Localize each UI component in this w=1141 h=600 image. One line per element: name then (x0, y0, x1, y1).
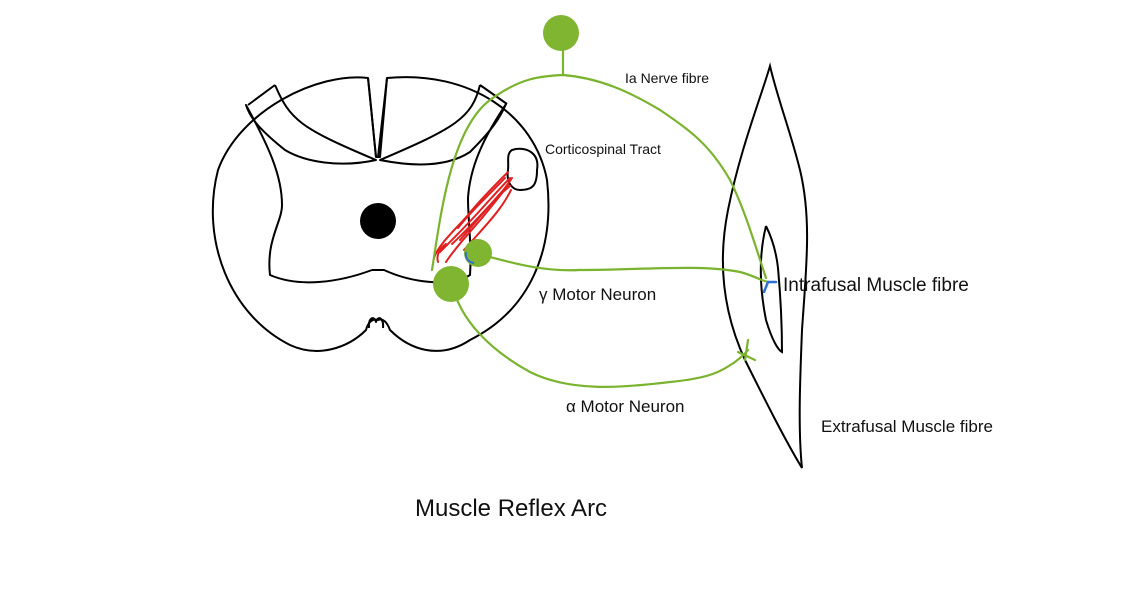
dorsal-median-sulcus (367, 77, 388, 158)
ia-nerve-fibre-path (430, 73, 768, 280)
diagram-title: Muscle Reflex Arc (415, 495, 608, 522)
grey-matter-left (245, 84, 377, 284)
gamma-motor-neuron-body (464, 239, 492, 267)
ventral-median-fissure (367, 317, 385, 329)
alpha-nerve-ending (736, 338, 757, 362)
ia-nerve-fibre-label: Ia Nerve fibre (625, 70, 710, 86)
gamma-motor-neuron-label: γ Motor Neuron (539, 285, 657, 304)
alpha-motor-neuron-label: α Motor Neuron (566, 397, 685, 416)
gamma-synapse-mark (464, 251, 475, 264)
gamma-motor-neuron-axon (476, 252, 770, 284)
dorsal-root-ganglion (543, 15, 579, 51)
alpha-motor-neuron-axon (450, 282, 750, 388)
extrafusal-muscle-fibre-label: Extrafusal Muscle fibre (821, 417, 993, 436)
central-canal (360, 203, 396, 239)
grey-matter-right-horn (479, 84, 508, 105)
corticospinal-tract-outline (506, 147, 539, 192)
grey-matter-left-horn (247, 84, 276, 106)
extrafusal-muscle-fibre (721, 62, 809, 469)
gamma-nerve-ending (762, 280, 778, 294)
intrafusal-muscle-fibre-label: Intrafusal Muscle fibre (783, 275, 969, 296)
spinal-cord (211, 76, 550, 352)
alpha-motor-neuron-body (433, 266, 469, 302)
corticospinal-tract-label: Corticospinal Tract (545, 141, 661, 157)
